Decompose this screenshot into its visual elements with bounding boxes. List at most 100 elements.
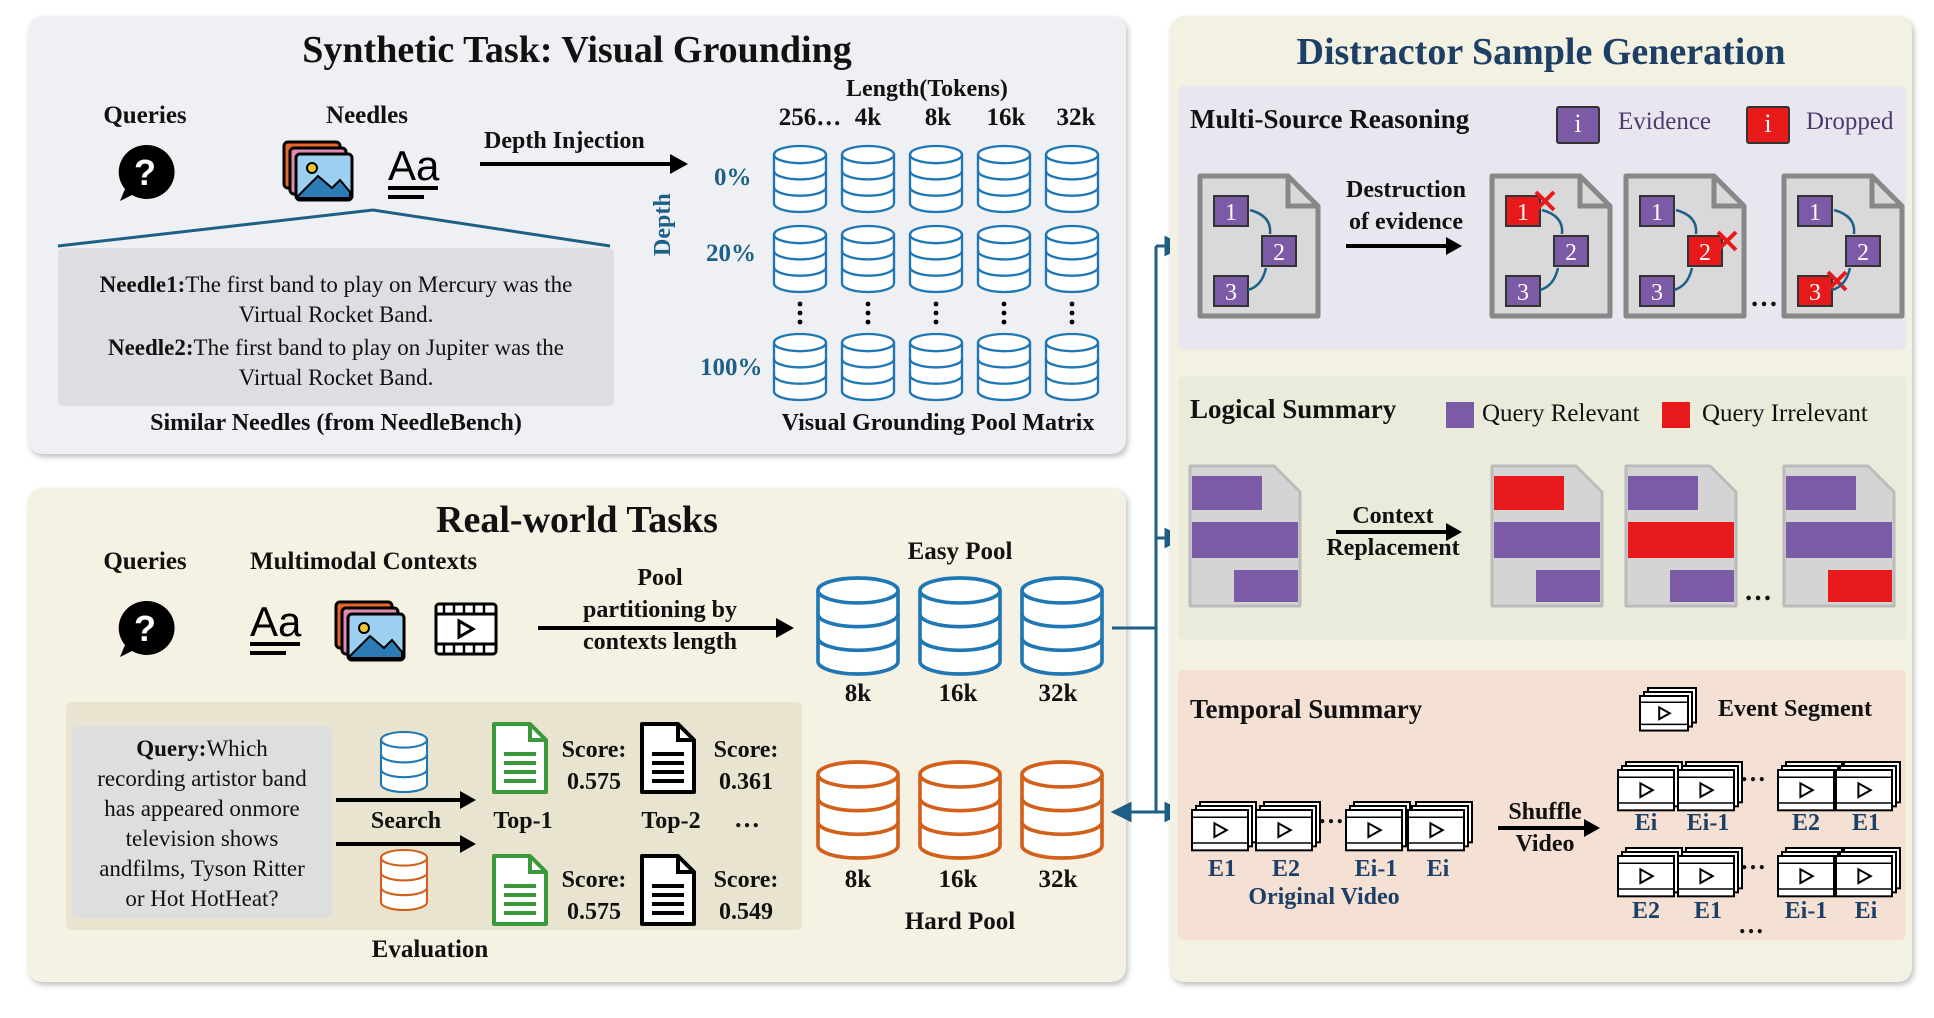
hard-pool-cylinder-2	[1020, 760, 1104, 860]
depth-injection-label: Depth Injection	[484, 128, 645, 154]
score-2: Score:0.361	[706, 734, 786, 798]
svg-text:3: 3	[1517, 280, 1529, 306]
real-world-title: Real-world Tasks	[436, 499, 718, 541]
orig-label-1: E2	[1271, 856, 1300, 882]
search-db-orange	[379, 848, 429, 912]
length-256: 256…	[778, 104, 842, 131]
search-db-blue	[379, 730, 429, 794]
context-arrow-head	[1446, 523, 1462, 541]
score-1-value: 0.575	[567, 769, 621, 795]
original-clip-3	[1407, 801, 1473, 852]
needle1-text: Needle1:The first band to play on Mercur…	[58, 270, 614, 330]
score-1: Score:0.575	[554, 734, 634, 798]
temporal-ellipsis-row2: …	[1740, 846, 1766, 875]
shuffled-row2-clip-2	[1777, 847, 1843, 898]
pool-cylinder-r1-c4	[1044, 224, 1100, 294]
needle2-text-b: Virtual Rocket Band.	[238, 365, 434, 390]
vdot-c0-2	[797, 319, 803, 325]
orig-label-3: Ei	[1426, 856, 1450, 882]
orig-label-2: Ei-1	[1354, 856, 1398, 882]
needle1-text-a: The first band to play on Mercury was th…	[185, 272, 573, 297]
row1-label-0: Ei	[1634, 810, 1658, 836]
partition-text: Pool partitioning by contexts length	[530, 562, 790, 658]
pool-cylinder-r1-c2	[908, 224, 964, 294]
evidence-legend-label: Evidence	[1618, 108, 1712, 135]
event-segment-legend-clip	[1639, 687, 1697, 732]
easy-32k: 32k	[1038, 680, 1078, 707]
query-line-0: Which	[206, 736, 268, 761]
pool-cylinder-r2-c4	[1044, 332, 1100, 402]
orig-label-0: E1	[1207, 856, 1236, 882]
row2-label-2: Ei-1	[1784, 898, 1828, 924]
svg-text:?: ?	[134, 608, 156, 649]
shuffle-video-label: Shuffle Video	[1490, 796, 1600, 860]
pool-cylinder-r0-c0	[772, 144, 828, 214]
destruction-arrow-head	[1446, 237, 1462, 255]
row2-label-1: E1	[1693, 898, 1722, 924]
svg-text:?: ?	[134, 152, 156, 193]
evidence-doc-drop1: 123	[1489, 173, 1613, 319]
relevant-legend-swatch	[1446, 402, 1474, 428]
destruction-line-a: Destruction	[1346, 177, 1466, 203]
temporal-ellipsis-row1: …	[1740, 758, 1766, 787]
logical-doc-replace3	[1782, 464, 1896, 608]
partition-line-c: contexts length	[583, 629, 737, 655]
similar-needles-box	[58, 248, 614, 406]
shuffle-line-a: Shuffle	[1508, 799, 1582, 825]
multi-ellipsis: …	[1750, 282, 1778, 313]
hard-pool-label: Hard Pool	[904, 908, 1016, 935]
pool-cylinder-r0-c3	[976, 144, 1032, 214]
svg-text:3: 3	[1651, 280, 1663, 306]
logical-doc-replace2	[1624, 464, 1738, 608]
shuffled-row2-clip-3	[1835, 847, 1901, 898]
hard-16k: 16k	[938, 866, 978, 893]
vdot-c0-0	[797, 301, 803, 307]
easy-pool-cylinder-1	[918, 576, 1002, 676]
row1-label-3: E1	[1851, 810, 1880, 836]
destruction-label: Destruction of evidence	[1326, 174, 1486, 238]
depth-100: 100%	[700, 354, 763, 381]
rw-text-icon: Aa	[250, 598, 302, 655]
pool-cylinder-r0-c4	[1044, 144, 1100, 214]
svg-text:3: 3	[1809, 280, 1821, 306]
row2-label-0: E2	[1631, 898, 1660, 924]
score-4: Score:0.549	[706, 864, 786, 928]
temporal-ellipsis-orig: …	[1318, 800, 1344, 829]
pool-matrix-caption: Visual Grounding Pool Matrix	[781, 410, 1095, 436]
pool-cylinder-r2-c0	[772, 332, 828, 402]
context-replacement-label: Context Replacement	[1318, 500, 1468, 564]
svg-text:1: 1	[1225, 200, 1237, 226]
score-3: Score:0.575	[554, 864, 634, 928]
length-4k: 4k	[854, 104, 882, 131]
top1-doc-icon-a	[492, 722, 548, 794]
query-line-5: or Hot HotHeat?	[125, 886, 279, 911]
row2-label-3: Ei	[1854, 898, 1878, 924]
pool-cylinder-r2-c3	[976, 332, 1032, 402]
vdot-c3-0	[1001, 301, 1007, 307]
length-tokens-label: Length(Tokens)	[846, 76, 1008, 102]
score-2-label: Score:	[713, 737, 779, 763]
pool-cylinder-r2-c1	[840, 332, 896, 402]
hard-pool-cylinder-0	[816, 760, 900, 860]
partition-line-a: Pool	[637, 565, 683, 591]
svg-text:1: 1	[1809, 200, 1821, 226]
query-box	[72, 726, 332, 918]
query-line-1: recording artistor band	[97, 766, 307, 791]
distractor-title: Distractor Sample Generation	[1296, 31, 1786, 73]
question-icon: ?	[118, 144, 175, 201]
length-32k: 32k	[1056, 104, 1096, 131]
temporal-summary-title: Temporal Summary	[1190, 694, 1423, 724]
event-segment-label: Event Segment	[1718, 696, 1872, 722]
pool-cylinder-r0-c1	[840, 144, 896, 214]
top2-label: Top-2	[641, 808, 701, 834]
easy-pool-cylinder-2	[1020, 576, 1104, 676]
hard-8k: 8k	[844, 866, 872, 893]
top2-doc-icon-b	[640, 854, 696, 926]
top2-doc-icon-a	[640, 722, 696, 794]
vdot-c1-0	[865, 301, 871, 307]
evaluation-label: Evaluation	[371, 936, 489, 963]
